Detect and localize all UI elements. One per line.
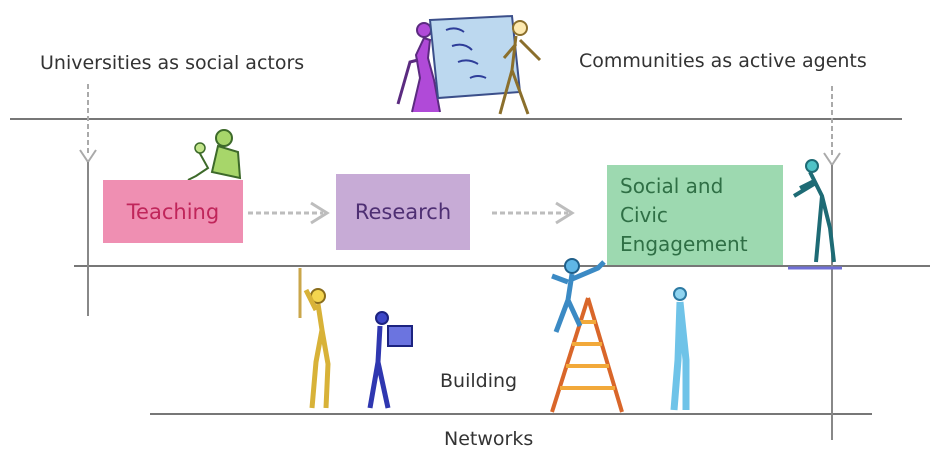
blue-person-with-box-illustration bbox=[367, 311, 413, 409]
building-label: Building bbox=[440, 370, 518, 392]
social-engagement-label: Social and Civic Engagement bbox=[620, 173, 748, 256]
teacher-illustration bbox=[187, 129, 242, 181]
social-engagement-box: Social and Civic Engagement bbox=[607, 165, 783, 265]
universities-label: Universities as social actors bbox=[40, 52, 305, 74]
networks-label: Networks bbox=[444, 428, 534, 450]
pointing-person-illustration bbox=[788, 159, 842, 270]
right-vertical-arrow bbox=[823, 86, 841, 440]
ladder-illustration bbox=[550, 258, 624, 413]
yellow-worker-illustration bbox=[298, 268, 331, 409]
arrow-research-to-social bbox=[492, 201, 575, 225]
research-box: Research bbox=[336, 174, 470, 250]
left-vertical-arrow bbox=[79, 84, 97, 316]
communities-label: Communities as active agents bbox=[579, 50, 867, 72]
teaching-box: Teaching bbox=[103, 180, 243, 243]
people-holding-sign-illustration bbox=[396, 14, 542, 115]
research-label: Research bbox=[354, 200, 452, 224]
teaching-label: Teaching bbox=[126, 199, 220, 224]
arrow-teaching-to-research bbox=[248, 201, 330, 225]
standing-person-illustration bbox=[670, 287, 690, 411]
